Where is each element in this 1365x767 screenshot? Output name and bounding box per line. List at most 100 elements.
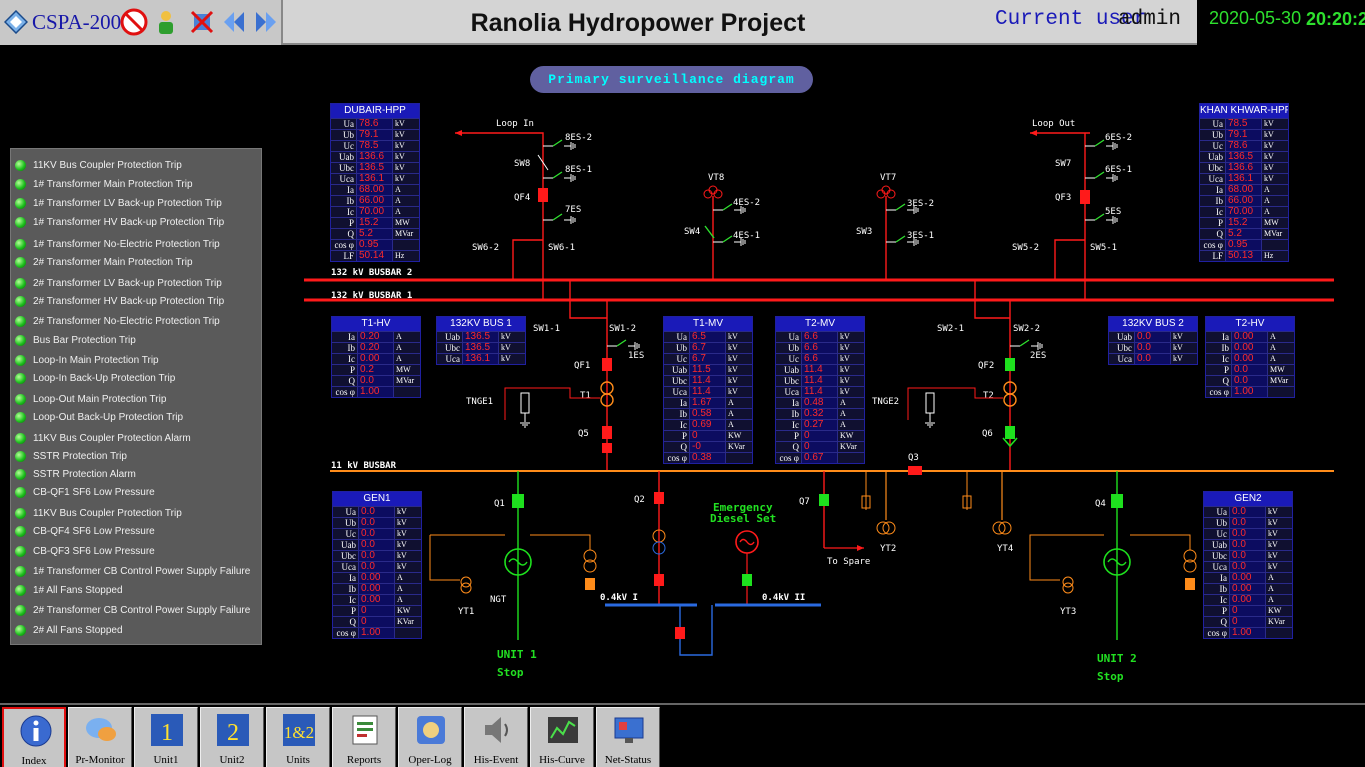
alarm-label: 1# Transformer No-Electric Protection Tr… — [33, 239, 220, 250]
measure-name: Ia — [333, 573, 359, 583]
measure-value: 0 — [1230, 606, 1266, 616]
measure-name: Ib — [333, 584, 359, 594]
measure-value: 5.2 — [1226, 229, 1262, 239]
measure-unit — [1262, 240, 1288, 250]
svg-text:SW6-1: SW6-1 — [548, 243, 575, 253]
status-led-icon — [15, 316, 26, 327]
alarm-label: Loop-In Main Protection Trip — [33, 355, 159, 366]
svg-text:YT4: YT4 — [997, 544, 1013, 554]
nav-button-reports[interactable]: Reports — [332, 707, 396, 767]
svg-text:SW5-1: SW5-1 — [1090, 243, 1117, 253]
svg-text:To Spare: To Spare — [827, 557, 870, 567]
alarm-item: SSTR Protection Trip — [15, 448, 127, 464]
table-row: Ib0.00A — [333, 583, 421, 594]
measure-unit: kV — [838, 376, 864, 386]
measure-value: 0 — [359, 606, 395, 616]
table-row: Uca136.1kV — [437, 353, 525, 364]
breaker-qf1 — [602, 358, 612, 371]
svg-text:5ES: 5ES — [1105, 207, 1121, 217]
measure-name: Ub — [664, 343, 690, 353]
measure-name: Ia — [664, 398, 690, 408]
operator-icon[interactable] — [152, 8, 180, 36]
table-row: Uab0.0kV — [1204, 539, 1292, 550]
svg-text:YT3: YT3 — [1060, 607, 1076, 617]
table-row: LF50.13Hz — [1200, 250, 1288, 261]
table-row: Ub0.0kV — [1204, 517, 1292, 528]
alarm-item: 2# Transformer Main Protection Trip — [15, 254, 193, 270]
measure-name: Q — [1200, 229, 1226, 239]
measure-unit: kV — [1266, 562, 1292, 572]
table-row: Ubc11.4kV — [664, 375, 752, 386]
measure-name: Ic — [1200, 207, 1226, 217]
alarm-item: 11KV Bus Coupler Protection Alarm — [15, 430, 191, 446]
nav-button-his-event[interactable]: His-Event — [464, 707, 528, 767]
stop-icon[interactable] — [120, 8, 148, 36]
measure-value: 0.00 — [1230, 595, 1266, 605]
table-row: Ua0.0kV — [1204, 506, 1292, 517]
svg-text:QF1: QF1 — [574, 361, 590, 371]
measure-unit: kV — [838, 387, 864, 397]
measure-value: 0.0 — [1232, 376, 1268, 386]
breaker-qf2 — [1005, 358, 1015, 371]
back-icon[interactable] — [220, 8, 248, 36]
measure-unit: kV — [726, 365, 752, 375]
nav-button-index[interactable]: Index — [2, 707, 66, 767]
measure-value: 11.4 — [802, 387, 838, 397]
alarm-label: 2# Transformer No-Electric Protection Tr… — [33, 316, 220, 327]
table-row: Ia1.67A — [664, 397, 752, 408]
measure-value: 0 — [359, 617, 395, 627]
measure-name: Ub — [331, 130, 357, 140]
svg-text:SW2-2: SW2-2 — [1013, 324, 1040, 334]
measure-name: Ua — [1204, 507, 1230, 517]
nav-button-his-curve[interactable]: His-Curve — [530, 707, 594, 767]
alarm-label: CB-QF4 SF6 Low Pressure — [33, 526, 155, 537]
nav-button-unit1[interactable]: 1Unit1 — [134, 707, 198, 767]
svg-text:0.4kV I: 0.4kV I — [600, 593, 638, 603]
svg-text:2ES: 2ES — [1030, 351, 1046, 361]
measure-unit: A — [1266, 595, 1292, 605]
table-row: P15.2MW — [1200, 217, 1288, 228]
svg-text:Q5: Q5 — [578, 429, 589, 439]
measure-unit: kV — [393, 163, 419, 173]
nav-button-units[interactable]: 1&2Units — [266, 707, 330, 767]
svg-text:SW1-1: SW1-1 — [533, 324, 560, 334]
measure-unit: A — [393, 196, 419, 206]
measure-unit: A — [395, 573, 421, 583]
measure-name: Uca — [1109, 354, 1135, 364]
svg-text:YT1: YT1 — [458, 607, 474, 617]
measure-unit: KW — [395, 606, 421, 616]
measure-table-khan-khwar: KHAN KHWAR-HPPUa78.5kVUb79.1kVUc78.6kVUa… — [1199, 103, 1289, 262]
table-row: Ub0.0kV — [333, 517, 421, 528]
alarm-item: 2# Transformer No-Electric Protection Tr… — [15, 313, 220, 329]
table-row: Uc6.7kV — [664, 353, 752, 364]
nav-button-net-status[interactable]: Net-Status — [596, 707, 660, 767]
busbar2-label: 132 kV BUSBAR 2 — [331, 268, 412, 278]
table-row: Ia0.00A — [333, 572, 421, 583]
measure-unit: kV — [726, 343, 752, 353]
measure-name: Uc — [776, 354, 802, 364]
forward-icon[interactable] — [252, 8, 280, 36]
measure-unit — [726, 453, 752, 463]
measure-value: 1.00 — [1232, 387, 1268, 397]
alarm-item: CB-QF4 SF6 Low Pressure — [15, 523, 155, 539]
measure-unit: kV — [726, 332, 752, 342]
table-row: P0KW — [776, 430, 864, 441]
nav-button-unit2[interactable]: 2Unit2 — [200, 707, 264, 767]
measure-value: 136.1 — [357, 174, 393, 184]
alarm-label: 1# Transformer HV Back-up Protection Tri… — [33, 217, 224, 228]
measure-name: Uca — [437, 354, 463, 364]
measure-unit: kV — [1262, 174, 1288, 184]
mute-icon[interactable] — [188, 8, 216, 36]
measure-unit: kV — [1262, 163, 1288, 173]
status-led-icon — [15, 239, 26, 250]
measure-unit: kV — [499, 332, 525, 342]
measure-value: 5.2 — [357, 229, 393, 239]
nav-button-oper-log[interactable]: Oper-Log — [398, 707, 462, 767]
alarm-label: 11KV Bus Coupler Protection Trip — [33, 160, 182, 171]
measure-unit: kV — [1266, 507, 1292, 517]
clock: 2020-05-30 20:20:2 — [1197, 0, 1365, 45]
table-title: KHAN KHWAR-HPP — [1200, 104, 1288, 118]
table-row: P0.0MW — [1206, 364, 1294, 375]
nav-button-pr-monitor[interactable]: Pr-Monitor — [68, 707, 132, 767]
breaker-qf4 — [538, 188, 548, 202]
